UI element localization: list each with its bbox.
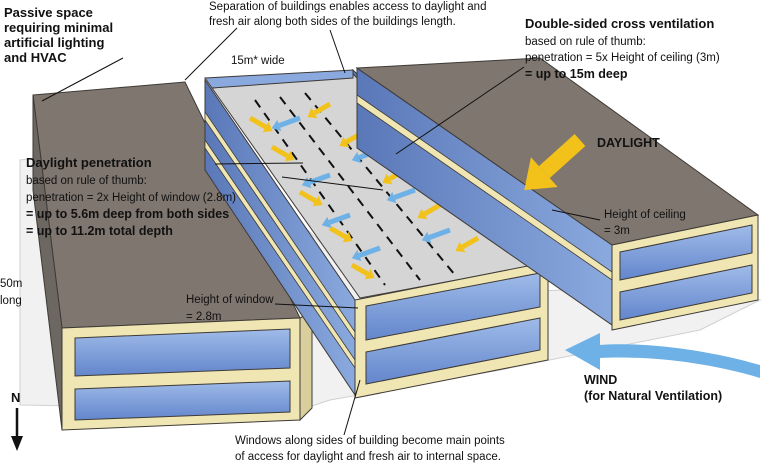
north-label: N <box>11 390 20 405</box>
cross-ventilation-annotation: Double-sided cross ventilation based on … <box>525 16 720 81</box>
width-label: 15m* wide <box>231 55 285 67</box>
north-arrow-icon <box>11 408 23 451</box>
ceiling-height-annotation: Height of ceiling = 3m <box>604 209 686 237</box>
wind-annotation: WIND (for Natural Ventilation) <box>584 373 722 403</box>
right-building-window-upper <box>619 224 753 281</box>
daylight-arrow-icon <box>524 134 586 191</box>
daylight-pen-depth-1: = up to 5.6m deep from both sides <box>26 207 229 221</box>
dashed-lines <box>254 92 456 286</box>
left-building-window-upper <box>74 328 291 377</box>
window-height-annotation: Height of window = 2.8m <box>186 294 274 323</box>
windows-note-line-1: Windows along sides of building become m… <box>235 435 505 447</box>
centre-building-window-lower <box>365 317 541 385</box>
centre-building-window-upper <box>365 272 541 341</box>
separation-line-2: fresh air along both sides of the buildi… <box>209 16 456 28</box>
daylight-pen-formula: penetration = 2x Height of window (2.8m) <box>26 192 236 204</box>
cross-vent-depth: = up to 15m deep <box>525 67 628 81</box>
daylight-label: DAYLIGHT <box>597 136 660 150</box>
ceiling-height-line-1: Height of ceiling <box>604 209 686 221</box>
left-building <box>32 81 313 431</box>
length-line-2: long <box>0 295 22 307</box>
passive-space-annotation: Passive space requiring minimal artifici… <box>4 5 113 65</box>
leader-lines <box>41 27 601 436</box>
wind-arrow-icon <box>565 333 760 378</box>
cross-vent-formula: penetration = 5x Height of ceiling (3m) <box>525 52 720 64</box>
windows-note-line-2: of access for daylight and fresh air to … <box>235 451 501 463</box>
wind-title: WIND <box>584 373 617 387</box>
daylight-penetration-annotation: Daylight penetration based on rule of th… <box>26 155 236 238</box>
passive-space-line-4: and HVAC <box>4 50 67 65</box>
window-height-line-2: = 2.8m <box>186 311 221 323</box>
left-building-window-lower <box>74 380 291 421</box>
daylight-pen-rule: based on rule of thumb: <box>26 175 147 187</box>
passive-space-line-1: Passive space <box>4 5 93 20</box>
cross-vent-rule: based on rule of thumb: <box>525 36 646 48</box>
length-annotation: 50m long <box>0 278 22 307</box>
length-line-1: 50m <box>0 278 22 290</box>
daylight-pen-title: Daylight penetration <box>26 155 152 170</box>
daylight-pen-depth-2: = up to 11.2m total depth <box>26 224 173 238</box>
right-building-window-lower <box>619 264 753 321</box>
window-height-line-1: Height of window <box>186 294 274 306</box>
passive-space-line-2: requiring minimal <box>4 20 113 35</box>
passive-space-line-3: artificial lighting <box>4 35 104 50</box>
separation-line-1: Separation of buildings enables access t… <box>209 1 486 13</box>
cross-vent-title: Double-sided cross ventilation <box>525 16 714 31</box>
ceiling-height-line-2: = 3m <box>604 225 630 237</box>
separation-annotation: Separation of buildings enables access t… <box>209 1 486 28</box>
windows-note-annotation: Windows along sides of building become m… <box>235 435 505 463</box>
wind-subtitle: (for Natural Ventilation) <box>584 389 722 403</box>
